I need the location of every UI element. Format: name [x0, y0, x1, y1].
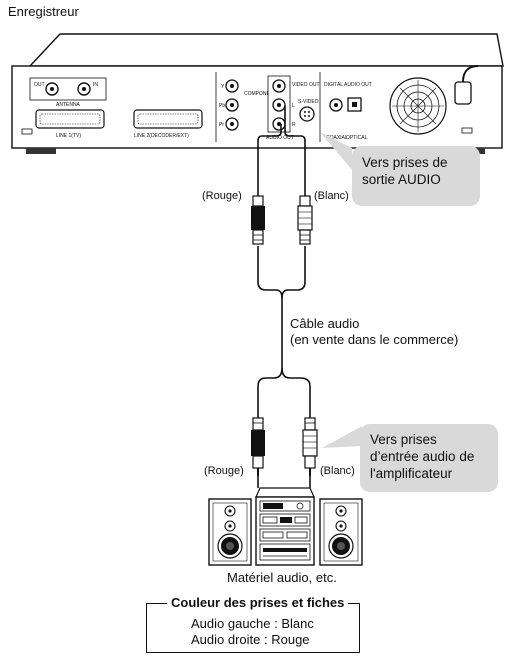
s-video-jack [299, 106, 315, 122]
legend-line-right: Audio droite : Rouge [191, 632, 310, 647]
left-speaker [208, 498, 252, 566]
legend-line-left: Audio gauche : Blanc [191, 616, 314, 631]
plug-red-top [251, 195, 265, 245]
plug-label-bottom-right: (Blanc) [320, 465, 355, 477]
right-speaker [319, 498, 363, 566]
scart-line1 [35, 109, 105, 129]
power-cord [454, 65, 479, 105]
svg-text:L: L [292, 103, 295, 109]
optical-label: OPTICAL [346, 135, 368, 141]
top-callout-pointer [320, 132, 352, 170]
digital-audio-out-label: DIGITAL AUDIO OUT [324, 82, 372, 88]
s-video-label: S-VIDEO [298, 99, 319, 105]
bottom-callout-line2: d’entrée audio de [370, 449, 475, 464]
top-callout-line1: Vers prises de [362, 155, 448, 170]
color-legend: Couleur des prises et fiches Audio gauch… [146, 595, 360, 653]
svg-text:Pb: Pb [219, 103, 225, 109]
bottom-callout-line1: Vers prises [370, 432, 437, 447]
bottom-callout-line3: l'amplificateur [370, 466, 453, 481]
line2-label: LINE 2(DECODER/EXT) [134, 133, 189, 139]
recorder-title: Enregistreur [8, 4, 79, 19]
top-callout-line2: sortie AUDIO [362, 172, 441, 187]
scart-line2 [133, 109, 203, 129]
recorder-device: OUT IN ANTENNA LINE 1(TV) LINE 2(DECODER… [11, 33, 504, 154]
coaxial-label: COAXIAL [326, 135, 348, 141]
plug-label-top-left: (Rouge) [202, 190, 242, 202]
fan-grille [389, 77, 447, 135]
antenna-out-label: OUT [34, 82, 45, 88]
plug-label-bottom-left: (Rouge) [204, 465, 244, 477]
antenna-label: ANTENNA [56, 102, 81, 108]
svg-text:Pr: Pr [219, 122, 224, 128]
equipment-caption: Matériel audio, etc. [227, 570, 337, 585]
plug-label-top-right: (Blanc) [314, 190, 349, 202]
line1-label: LINE 1(TV) [56, 133, 81, 139]
plug-red-bottom [251, 417, 265, 476]
legend-title: Couleur des prises et fiches [167, 595, 349, 611]
top-callout: Vers prises de sortie AUDIO [352, 146, 480, 206]
component-out-label: COMPONENT OUT [244, 91, 288, 97]
hifi-stack [255, 487, 315, 566]
plug-white-top [297, 195, 313, 245]
video-out-label: VIDEO OUT [292, 82, 320, 88]
plug-white-bottom [302, 417, 318, 476]
svg-text:Y: Y [221, 84, 225, 90]
antenna-in-label: IN [93, 82, 98, 88]
svg-text:R: R [292, 122, 296, 128]
bottom-callout-pointer [322, 426, 362, 448]
audio-cable [257, 106, 311, 488]
audio-equipment [208, 487, 363, 566]
audio-out-label: AUDIO OUT [266, 135, 294, 141]
cable-label-line2: (en vente dans le commerce) [290, 332, 459, 347]
bottom-callout: Vers prises d’entrée audio de l'amplific… [360, 424, 498, 492]
cable-label-line1: Câble audio [290, 316, 360, 331]
